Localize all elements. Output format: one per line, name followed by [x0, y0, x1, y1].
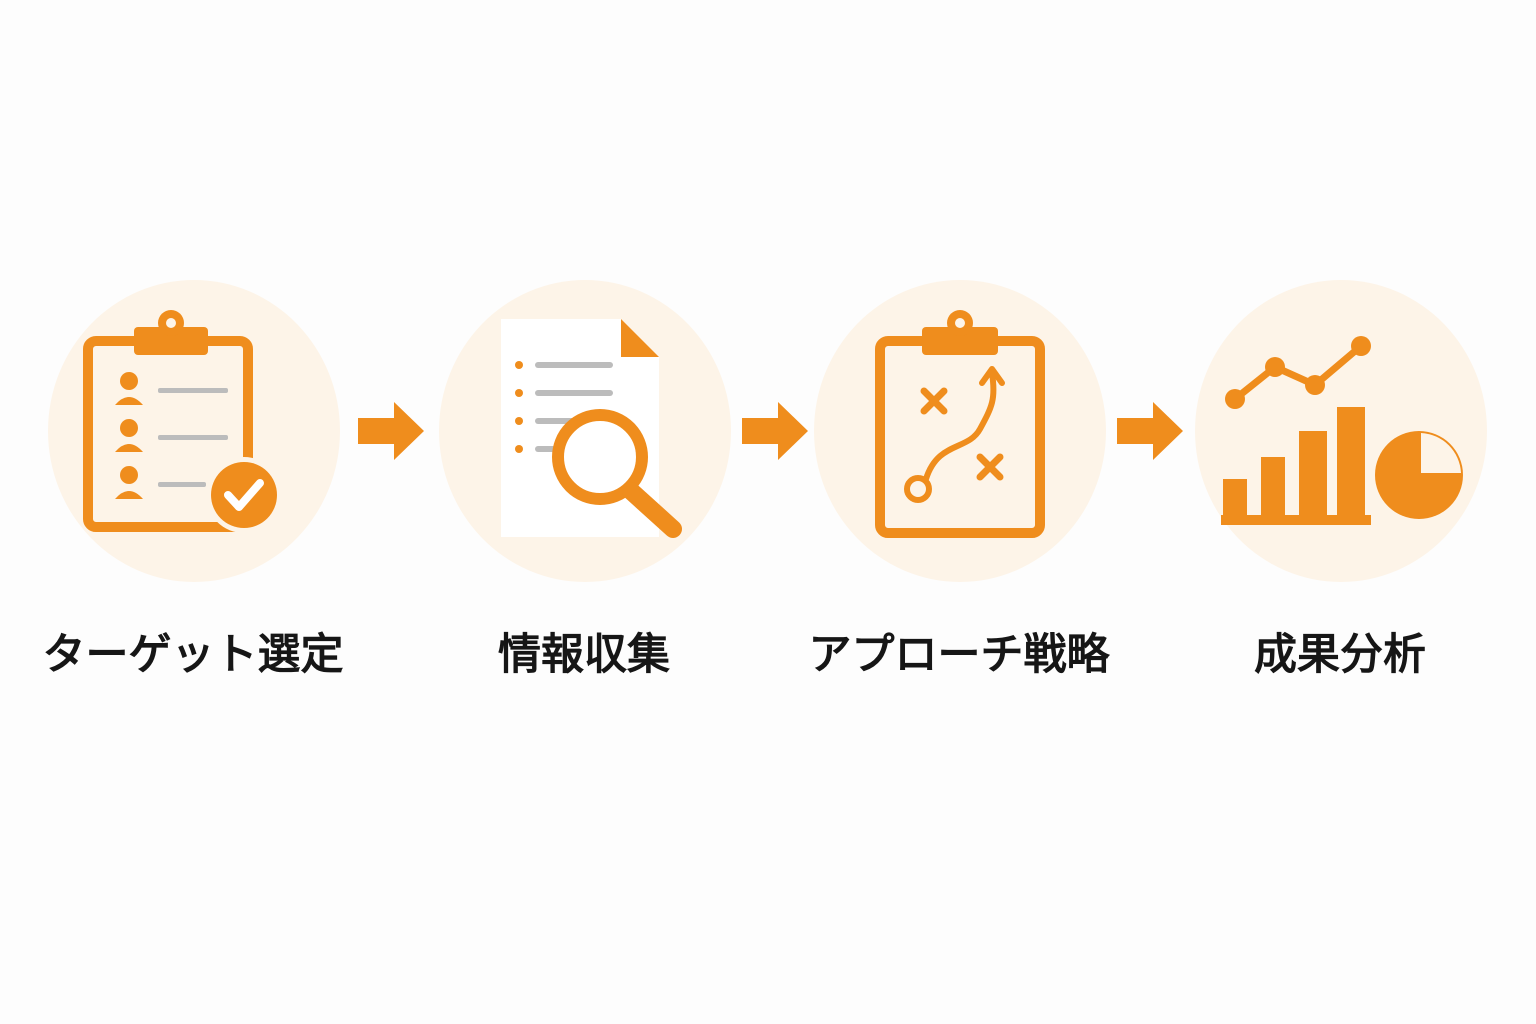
- arrow-right-icon: [1115, 402, 1185, 460]
- step-label: 成果分析: [1254, 630, 1426, 680]
- step-information-gathering: 情報収集: [419, 280, 749, 700]
- arrow-right-icon: [740, 402, 810, 460]
- step-label: 情報収集: [498, 630, 670, 680]
- step-approach-strategy: アプローチ戦略: [794, 280, 1124, 700]
- step-label: アプローチ戦略: [808, 630, 1110, 680]
- step-results-analysis: 成果分析: [1175, 280, 1505, 700]
- step-target-selection: ターゲット選定: [28, 280, 358, 700]
- step-icon-circle: [48, 280, 340, 582]
- arrow-right-icon: [356, 402, 426, 460]
- step-icon-circle: [814, 280, 1106, 582]
- clipboard-checklist-icon: [83, 310, 282, 533]
- strategy-clipboard-icon: [875, 310, 1045, 538]
- step-icon-circle: [1195, 280, 1487, 582]
- step-icon-circle: [439, 280, 731, 582]
- analytics-chart-icon: [1221, 336, 1469, 525]
- step-label: ターゲット選定: [42, 630, 344, 680]
- document-search-icon: [501, 319, 682, 538]
